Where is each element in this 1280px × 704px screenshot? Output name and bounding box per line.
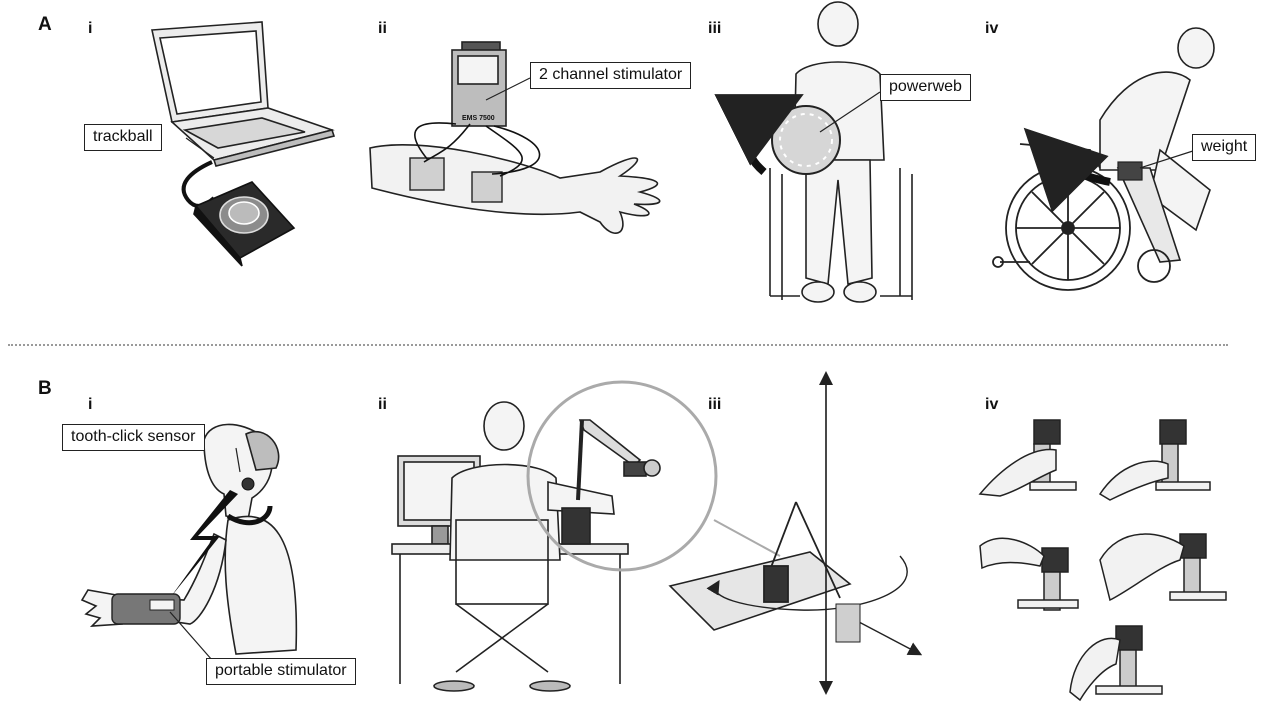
grip-variations-icon (980, 420, 1226, 700)
powerweb-label: powerweb (880, 74, 971, 101)
electrode-pad-1 (410, 158, 444, 190)
stimulator-device-icon: EMS 7500 (452, 42, 506, 126)
device-model-text: EMS 7500 (462, 115, 495, 122)
mobile-arm-support-icon (562, 420, 660, 544)
portable-stimulator-label: portable stimulator (206, 658, 356, 685)
trackball-icon (194, 182, 294, 266)
tooth-click-sensor-icon (242, 478, 254, 490)
zoom-circle (528, 382, 716, 570)
tooth-click-sensor-label: tooth-click sensor (62, 424, 205, 451)
zoom-connector (714, 520, 780, 556)
laptop-icon (152, 22, 334, 166)
portable-stimulator-icon (150, 600, 174, 610)
stimulator-label: 2 channel stimulator (530, 62, 691, 89)
powerweb-icon (772, 106, 840, 174)
electrode-pad-2 (472, 172, 502, 202)
weight-label: weight (1192, 134, 1256, 161)
trackball-cable (184, 162, 214, 206)
rotation-arrow-a-iii (747, 112, 768, 172)
wrist-weight-icon (1118, 162, 1142, 180)
hand-grip-device-b-iii (836, 604, 860, 642)
table-surface (670, 552, 850, 630)
trackball-label: trackball (84, 124, 162, 151)
